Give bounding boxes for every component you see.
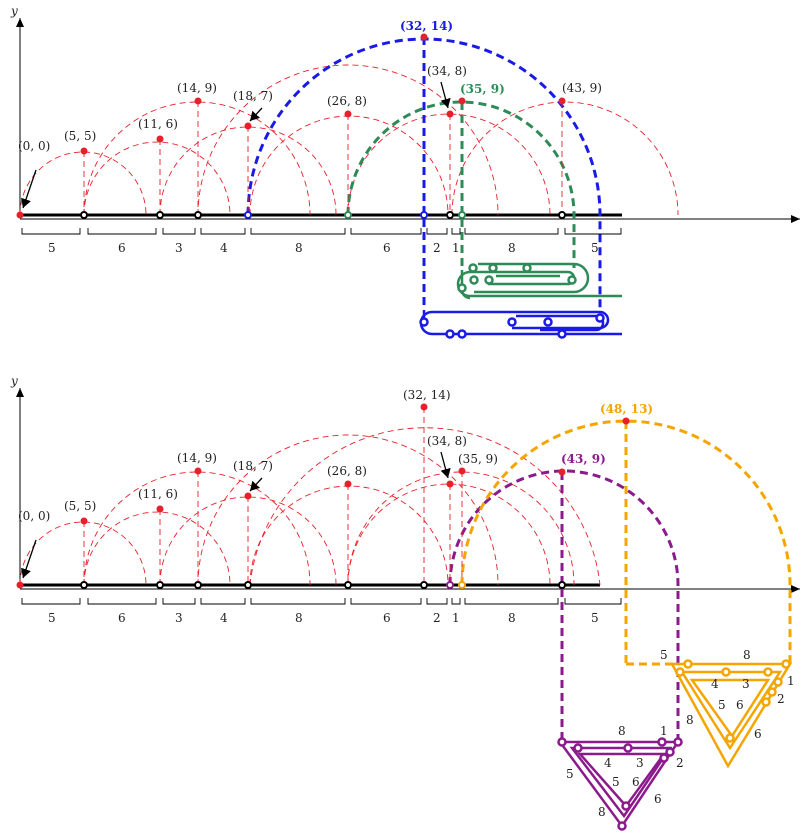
points-top: [16, 33, 566, 219]
y-axis-label-top: y: [10, 4, 18, 18]
green-fold: [456, 262, 622, 300]
triangle-label: 5: [566, 767, 574, 781]
point-label: (14, 9): [177, 81, 217, 95]
triangle-label: 8: [686, 713, 694, 727]
point-label: (34, 8): [427, 434, 467, 448]
triangle-label: 3: [636, 756, 644, 770]
segment-label: 5: [591, 241, 599, 255]
point-label: (43, 9): [562, 81, 602, 95]
pointer-arrow: [440, 81, 451, 109]
triangle-label: 5: [718, 698, 726, 712]
triangle-label: 4: [604, 756, 612, 770]
pointer-arrow: [21, 539, 37, 579]
point-label: (32, 14): [403, 388, 451, 402]
segment-label: 5: [48, 611, 56, 625]
orange-triangle: [669, 659, 793, 769]
y-axis-label-bottom: y: [10, 374, 18, 388]
orange-path: [460, 419, 792, 666]
segment-label: 1: [452, 241, 460, 255]
point-label: (0, 0): [18, 139, 50, 153]
point-label: (5, 5): [64, 499, 96, 513]
pointer-arrow: [440, 451, 451, 479]
pointer-arrow: [21, 169, 37, 209]
segment-label: 5: [48, 241, 56, 255]
segment-label: 6: [383, 611, 391, 625]
pointer-arrow: [249, 107, 263, 122]
segment-label: 6: [118, 611, 126, 625]
point-label-highlight: (48, 13): [600, 402, 653, 416]
segment-brackets-bottom: [21, 598, 622, 605]
point-label: (26, 8): [327, 464, 367, 478]
top-panel: y: [10, 4, 800, 339]
segment-label: 4: [220, 611, 228, 625]
triangle-label: 6: [654, 792, 662, 806]
segment-label: 4: [220, 241, 228, 255]
nodes-bottom: [80, 581, 566, 589]
purple-path: [448, 469, 680, 742]
segment-label: 8: [508, 611, 516, 625]
point-label-highlight: (35, 9): [460, 82, 505, 96]
point-label: (11, 6): [138, 487, 178, 501]
point-label: (34, 8): [427, 64, 467, 78]
triangle-label: 6: [754, 727, 762, 741]
drop-lines-bottom: [83, 407, 463, 585]
triangle-label: 5: [660, 648, 668, 662]
point-label: (11, 6): [138, 117, 178, 131]
purple-triangle: [557, 737, 683, 831]
point-label: (26, 8): [327, 94, 367, 108]
points-bottom: [16, 403, 630, 589]
segment-label: 8: [508, 241, 516, 255]
triangle-label: 4: [711, 677, 719, 691]
point-label: (0, 0): [18, 509, 50, 523]
segment-label: 6: [383, 241, 391, 255]
segment-label: 5: [591, 611, 599, 625]
point-label-highlight: (43, 9): [561, 452, 606, 466]
blue-fold: [419, 310, 622, 339]
point-label: (5, 5): [64, 129, 96, 143]
segment-brackets-top: [21, 228, 622, 235]
triangle-label: 2: [777, 692, 785, 706]
segment-label: 2: [433, 241, 441, 255]
segment-label: 1: [452, 611, 460, 625]
triangle-label: 8: [743, 648, 751, 662]
triangle-label: 6: [736, 698, 744, 712]
green-path: [346, 100, 576, 270]
triangle-label: 3: [742, 677, 750, 691]
segment-label: 2: [433, 611, 441, 625]
triangle-label: 8: [618, 724, 626, 738]
drop-lines-top: [83, 101, 563, 215]
triangle-label: 2: [676, 756, 684, 770]
red-arcs-bottom: [19, 427, 601, 586]
blue-path: [246, 37, 602, 310]
segment-label: 3: [175, 611, 183, 625]
point-label: (18, 7): [233, 89, 273, 103]
bottom-panel: y: [10, 374, 800, 831]
triangle-label: 1: [787, 674, 795, 688]
triangle-label: 5: [612, 775, 620, 789]
segment-label: 8: [295, 611, 303, 625]
segment-label: 6: [118, 241, 126, 255]
point-label: (18, 7): [233, 459, 273, 473]
point-label: (35, 9): [458, 452, 498, 466]
triangle-label: 1: [660, 724, 668, 738]
segment-label: 8: [295, 241, 303, 255]
nodes-top: [80, 211, 566, 219]
pointer-arrow: [249, 477, 263, 492]
point-label-highlight: (32, 14): [400, 19, 453, 33]
segment-label: 3: [175, 241, 183, 255]
point-label: (14, 9): [177, 451, 217, 465]
triangle-label: 6: [632, 775, 640, 789]
triangle-label: 8: [598, 805, 606, 819]
